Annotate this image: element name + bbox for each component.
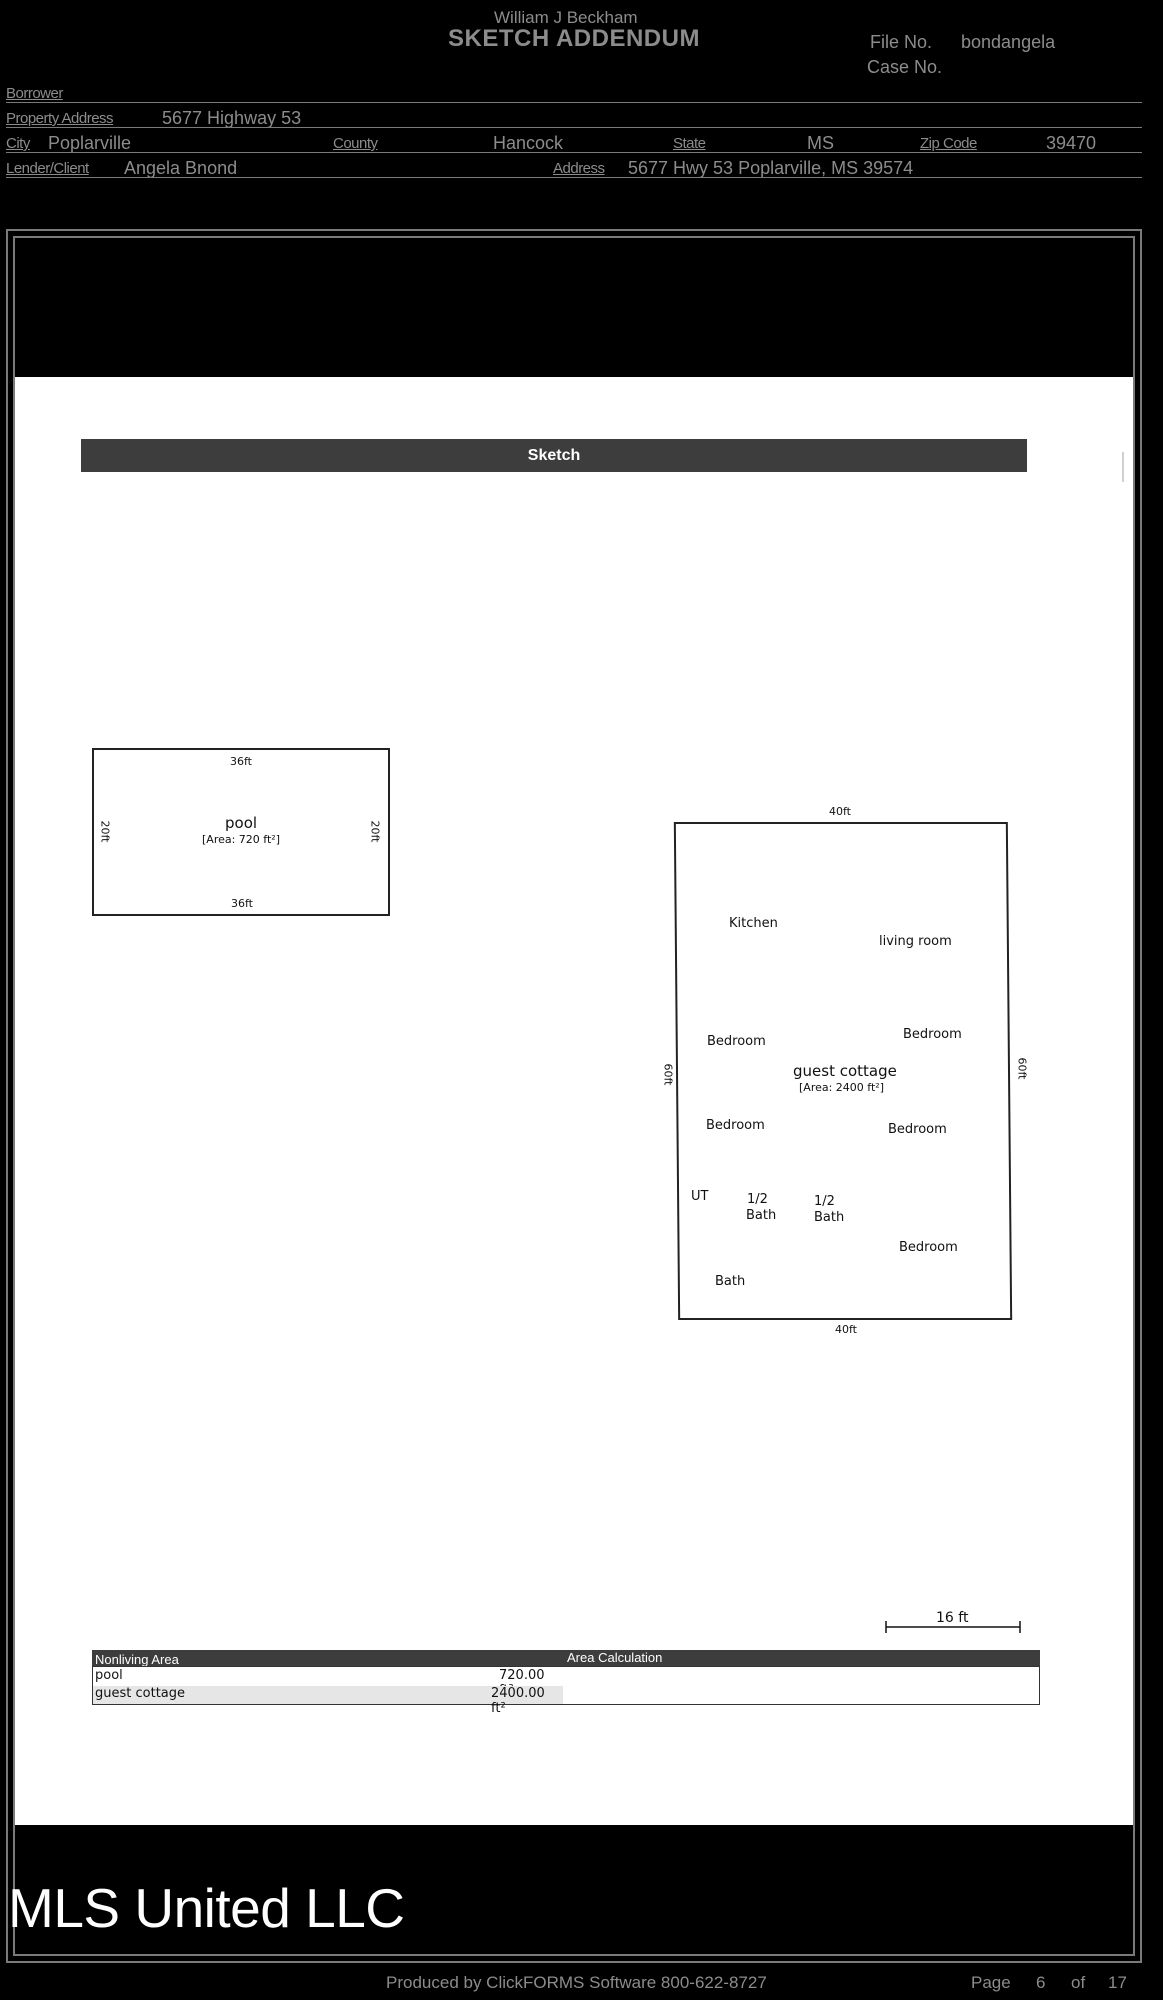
watermark: MLS United LLC <box>8 1877 405 1939</box>
cottage-top-dimension: 40ft <box>829 805 851 818</box>
table-row: pool 720.00 ft² <box>93 1668 563 1698</box>
footer-page-label: Page <box>971 1973 1011 1992</box>
room-kitchen: Kitchen <box>729 916 778 931</box>
room-bedroom: Bedroom <box>706 1118 765 1133</box>
area-calc-table: pool 720.00 ft² guest cottage 2400.00 ft… <box>92 1666 1040 1716</box>
file-no-label: File No. <box>870 32 933 52</box>
zip-label: Zip Code <box>920 135 977 152</box>
pool-name: pool <box>225 814 258 832</box>
divider <box>6 102 1142 103</box>
scale-label: 16 ft <box>936 1610 969 1626</box>
state-value: MS <box>807 133 834 153</box>
city-label: City <box>6 135 30 152</box>
divider <box>6 127 1142 128</box>
lender-label: Lender/Client <box>6 160 89 177</box>
borrower-label: Borrower <box>6 85 63 102</box>
cottage-area: [Area: 2400 ft²] <box>799 1081 884 1094</box>
room-bedroom: Bedroom <box>903 1027 962 1042</box>
county-label: County <box>333 135 378 152</box>
pool-bottom-dimension: 36ft <box>231 897 253 910</box>
sketch-title-bar: Sketch <box>81 439 1027 472</box>
footer-produced-by: Produced by ClickFORMS Software 800-622-… <box>386 1973 767 1992</box>
room-half-bath: Bath <box>746 1208 777 1223</box>
cottage-right-dimension: 60ft <box>1015 1057 1029 1080</box>
cottage-bottom-dimension: 40ft <box>835 1323 857 1336</box>
pool-outline <box>92 748 390 916</box>
area-calc-title: Area Calculation <box>567 1650 663 1665</box>
footer-page-number: 6 <box>1036 1973 1046 1992</box>
city-value: Poplarville <box>48 133 132 153</box>
page-title: SKETCH ADDENDUM <box>448 25 700 52</box>
pool-top-dimension: 36ft <box>230 755 252 768</box>
scale-bar <box>885 1621 1021 1633</box>
pool-right-dimension: 20ft <box>368 820 382 843</box>
county-value: Hancock <box>493 133 564 153</box>
table-row: guest cottage 2400.00 ft² <box>93 1686 563 1716</box>
pool-left-dimension: 20ft <box>98 820 112 843</box>
property-address-value: 5677 Highway 53 <box>162 108 302 128</box>
room-living-room: living room <box>879 934 952 949</box>
outer-frame <box>6 229 1142 1963</box>
room-bedroom: Bedroom <box>707 1034 766 1049</box>
area-row-name: guest cottage <box>95 1686 186 1701</box>
room-half-bath: Bath <box>814 1210 845 1225</box>
divider <box>6 152 1142 153</box>
room-half-bath: 1/2 <box>814 1194 835 1209</box>
area-calc-header: Nonliving Area Area Calculation <box>92 1650 1040 1667</box>
inner-frame <box>13 236 1135 1956</box>
room-bedroom: Bedroom <box>899 1240 958 1255</box>
address-label: Address <box>553 160 605 177</box>
address-value: 5677 Hwy 53 Poplarville, MS 39574 <box>628 158 914 178</box>
pool-area: [Area: 720 ft²] <box>202 833 280 846</box>
area-row-value: 2400.00 ft² <box>491 1686 545 1716</box>
state-label: State <box>673 135 706 152</box>
area-calc-column-header: Nonliving Area <box>95 1652 179 1667</box>
sketch-page <box>15 377 1133 1825</box>
edge-mark <box>1122 452 1124 482</box>
lender-value: Angela Bnond <box>124 158 238 178</box>
cottage-name: guest cottage <box>793 1062 897 1080</box>
room-half-bath: 1/2 <box>747 1192 768 1207</box>
cottage-left-dimension: 60ft <box>661 1063 675 1086</box>
room-utility: UT <box>691 1189 709 1204</box>
file-no-value: bondangela <box>961 32 1056 52</box>
footer-page-total: 17 <box>1108 1973 1127 1992</box>
area-row-name: pool <box>95 1668 123 1683</box>
property-address-label: Property Address <box>6 110 114 127</box>
room-bedroom: Bedroom <box>888 1122 947 1137</box>
footer-of-label: of <box>1071 1973 1086 1992</box>
room-bath: Bath <box>715 1274 746 1289</box>
case-no-label: Case No. <box>867 57 943 77</box>
zip-value: 39470 <box>1046 133 1097 153</box>
appraiser-name: William J Beckham <box>494 8 638 27</box>
divider <box>6 177 1142 178</box>
